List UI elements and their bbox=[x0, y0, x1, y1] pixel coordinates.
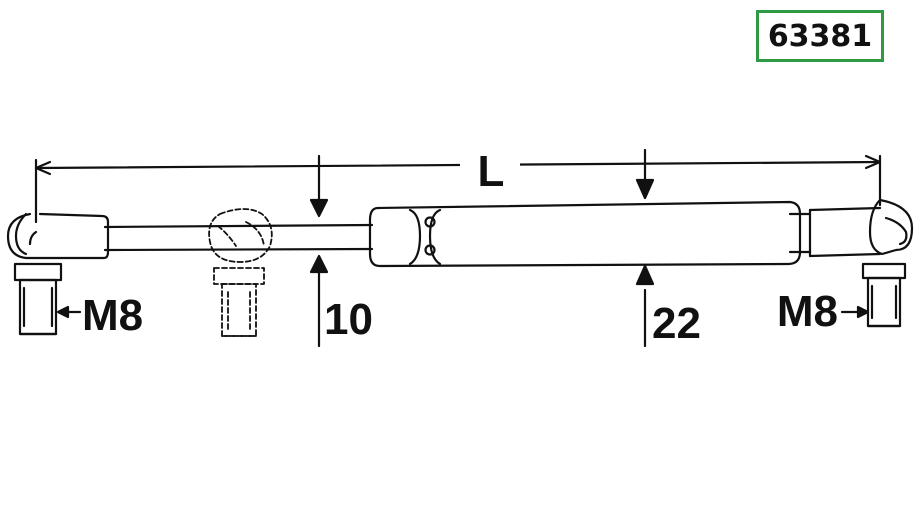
left-thread-leader bbox=[56, 305, 82, 319]
length-label-gap bbox=[460, 150, 520, 190]
right-thread-label: M8 bbox=[777, 287, 838, 336]
rod-diameter-marker bbox=[309, 154, 329, 348]
left-thread-label: M8 bbox=[82, 291, 143, 340]
length-dimension-line bbox=[34, 154, 882, 224]
piston-rod bbox=[103, 223, 374, 252]
length-label: L bbox=[478, 147, 505, 196]
body-diameter-label: 22 bbox=[652, 299, 701, 348]
cylinder-body bbox=[368, 200, 812, 268]
body-diameter-marker bbox=[635, 148, 655, 348]
alternate-fitting-dashed bbox=[208, 208, 273, 337]
rod-diameter-label: 10 bbox=[324, 295, 373, 344]
right-thread-leader bbox=[840, 305, 870, 319]
left-end-fitting bbox=[6, 212, 110, 336]
right-end-fitting bbox=[808, 198, 914, 328]
part-number-badge: 63381 bbox=[756, 10, 884, 62]
